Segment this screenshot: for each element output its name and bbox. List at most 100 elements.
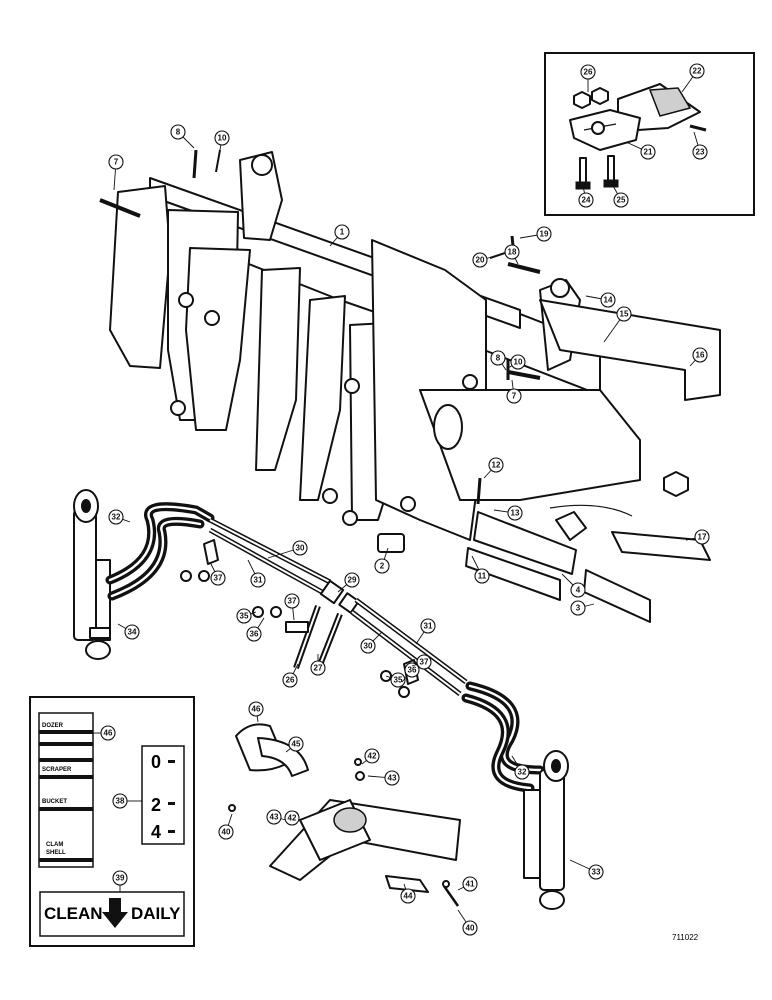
gauge-4: 4 xyxy=(151,822,161,842)
svg-text:14: 14 xyxy=(604,296,613,305)
svg-text:10: 10 xyxy=(514,358,523,367)
inset-callout-26-0: 26 xyxy=(580,64,596,80)
decal-bucket: BUCKET xyxy=(42,799,67,805)
decal-scraper: SCRAPER xyxy=(42,767,72,773)
svg-text:35: 35 xyxy=(240,612,249,621)
svg-text:30: 30 xyxy=(364,642,373,651)
svg-text:29: 29 xyxy=(348,576,357,585)
callout-46-49: 46 xyxy=(248,701,264,717)
svg-text:21: 21 xyxy=(644,148,653,157)
decal-clam: CLAM xyxy=(46,842,63,848)
svg-text:1: 1 xyxy=(340,228,345,237)
hydraulics xyxy=(73,489,569,910)
callout-32-27: 32 xyxy=(108,509,124,525)
svg-text:46: 46 xyxy=(104,729,113,738)
callout-10-8: 10 xyxy=(214,130,230,146)
decal-shell: SHELL xyxy=(46,850,66,856)
cutting-edges xyxy=(377,504,711,623)
svg-text:24: 24 xyxy=(582,196,591,205)
gauge-2: 2 xyxy=(151,795,161,815)
callout-31-26: 31 xyxy=(420,618,436,634)
callout-8-7: 8 xyxy=(490,350,506,366)
svg-text:4: 4 xyxy=(576,586,581,595)
svg-text:20: 20 xyxy=(476,256,485,265)
callout-43-46: 43 xyxy=(266,809,282,825)
svg-text:7: 7 xyxy=(512,392,517,401)
callout-35-32: 35 xyxy=(390,672,406,688)
svg-text:8: 8 xyxy=(176,128,181,137)
callout-12-11: 12 xyxy=(488,457,504,473)
callout-41-42: 41 xyxy=(462,876,478,892)
svg-text:22: 22 xyxy=(693,67,702,76)
svg-text:35: 35 xyxy=(394,676,403,685)
svg-text:34: 34 xyxy=(128,628,137,637)
callout-43-45: 43 xyxy=(384,770,400,786)
callout-29-22: 29 xyxy=(344,572,360,588)
callout-7-5: 7 xyxy=(506,388,522,404)
svg-text:19: 19 xyxy=(540,230,549,239)
daily-label: DAILY xyxy=(131,904,181,923)
svg-text:39: 39 xyxy=(116,874,125,883)
decal-dozer: DOZER xyxy=(42,723,64,729)
callout-8-6: 8 xyxy=(170,124,186,140)
svg-text:43: 43 xyxy=(270,813,279,822)
svg-text:17: 17 xyxy=(698,533,707,542)
svg-text:8: 8 xyxy=(496,354,501,363)
callout-37-37: 37 xyxy=(416,654,432,670)
callout-31-25: 31 xyxy=(250,572,266,588)
svg-text:42: 42 xyxy=(368,752,377,761)
inset-callout-21-2: 21 xyxy=(640,144,656,160)
callout-27-21: 27 xyxy=(310,660,326,676)
svg-text:37: 37 xyxy=(420,658,429,667)
callout-36-34: 36 xyxy=(404,662,420,678)
svg-text:44: 44 xyxy=(404,892,413,901)
callout-40-41: 40 xyxy=(462,920,478,936)
callout-3-2: 3 xyxy=(570,600,586,616)
svg-text:36: 36 xyxy=(408,666,417,675)
svg-text:25: 25 xyxy=(617,196,626,205)
svg-text:13: 13 xyxy=(511,509,520,518)
svg-text:31: 31 xyxy=(424,622,433,631)
svg-text:3: 3 xyxy=(576,604,581,613)
callout-13-12: 13 xyxy=(507,505,523,521)
callout-37-35: 37 xyxy=(210,570,226,586)
svg-text:40: 40 xyxy=(466,924,475,933)
gauge-0: 0 xyxy=(151,752,161,772)
callout-4-3: 4 xyxy=(570,582,586,598)
svg-text:31: 31 xyxy=(254,576,263,585)
callout-33-29: 33 xyxy=(588,864,604,880)
callout-19-18: 19 xyxy=(536,226,552,242)
svg-text:37: 37 xyxy=(288,597,297,606)
callout-2-1: 2 xyxy=(374,558,390,574)
svg-text:45: 45 xyxy=(292,740,301,749)
callout-16-15: 16 xyxy=(692,347,708,363)
callout-36-33: 36 xyxy=(246,626,262,642)
inset-callout-25-5: 25 xyxy=(613,192,629,208)
callout-44-47: 44 xyxy=(400,888,416,904)
svg-text:26: 26 xyxy=(584,68,593,77)
callout-38: 38 xyxy=(112,793,128,809)
svg-text:12: 12 xyxy=(492,461,501,470)
svg-text:7: 7 xyxy=(114,158,119,167)
inset-detail xyxy=(544,52,755,216)
pins xyxy=(99,149,541,505)
drawing-number: 711022 xyxy=(672,933,699,942)
callout-10-9: 10 xyxy=(510,354,526,370)
callout-30-23: 30 xyxy=(292,540,308,556)
svg-text:38: 38 xyxy=(116,797,125,806)
callout-32-28: 32 xyxy=(514,764,530,780)
callout-18-17: 18 xyxy=(504,244,520,260)
callout-37-36: 37 xyxy=(284,593,300,609)
svg-text:23: 23 xyxy=(696,148,705,157)
loader-frame xyxy=(109,151,721,541)
callout-35-31: 35 xyxy=(236,608,252,624)
callout-1-0: 1 xyxy=(334,224,350,240)
svg-text:32: 32 xyxy=(112,513,121,522)
svg-text:46: 46 xyxy=(252,705,261,714)
callout-42-44: 42 xyxy=(284,810,300,826)
decal-panel: DOZER SCRAPER BUCKET CLAM SHELL 0 2 4 46… xyxy=(29,696,195,947)
callout-17-16: 17 xyxy=(694,529,710,545)
callout-20-19: 20 xyxy=(472,252,488,268)
svg-text:32: 32 xyxy=(518,768,527,777)
